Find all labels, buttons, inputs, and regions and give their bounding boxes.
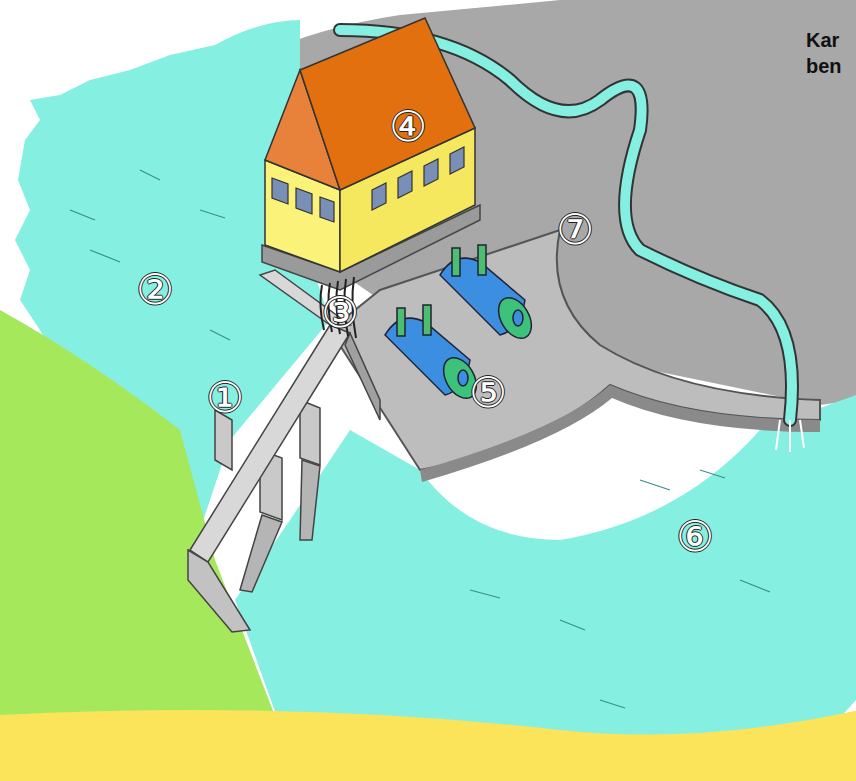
ripple [70,170,230,340]
turbine [440,245,538,344]
ripple [470,470,770,708]
weir-deck [190,325,350,562]
turbine-hub [513,310,523,326]
roof-main [300,18,475,190]
callout-number: ① [206,377,244,419]
window [320,197,334,222]
turbine-pipe [478,245,486,275]
window [450,147,464,174]
callout-number: ⑥ [676,516,714,558]
callout-number: ⑤ [469,372,507,414]
turbine [385,305,483,404]
callout-number: ④ [389,106,427,148]
weir-side [345,333,380,420]
window [424,159,438,186]
weir-wall [188,550,250,632]
sand-strip [0,710,856,781]
ripples [70,170,770,708]
heading-text: ben [806,54,842,79]
powerhouse-platform [330,230,820,470]
turbine-pipe [452,248,460,276]
heading-text: Kar [806,28,839,53]
turbine-pipe [397,308,405,336]
window [272,178,288,204]
window [372,183,386,210]
turbine-hub [458,370,468,386]
callout-number: ⑦ [556,209,594,251]
turbine-disc [492,292,538,344]
callout-number: ② [136,269,174,311]
windows [272,147,464,222]
window [398,171,412,198]
callout-number: ③ [321,292,359,334]
weir [188,270,380,632]
weir-spillway [300,460,320,540]
weir-pier [215,410,232,470]
turbine-pipe [423,305,431,335]
window [296,188,312,214]
weir-spillway [240,515,282,592]
waterfall [776,420,804,452]
